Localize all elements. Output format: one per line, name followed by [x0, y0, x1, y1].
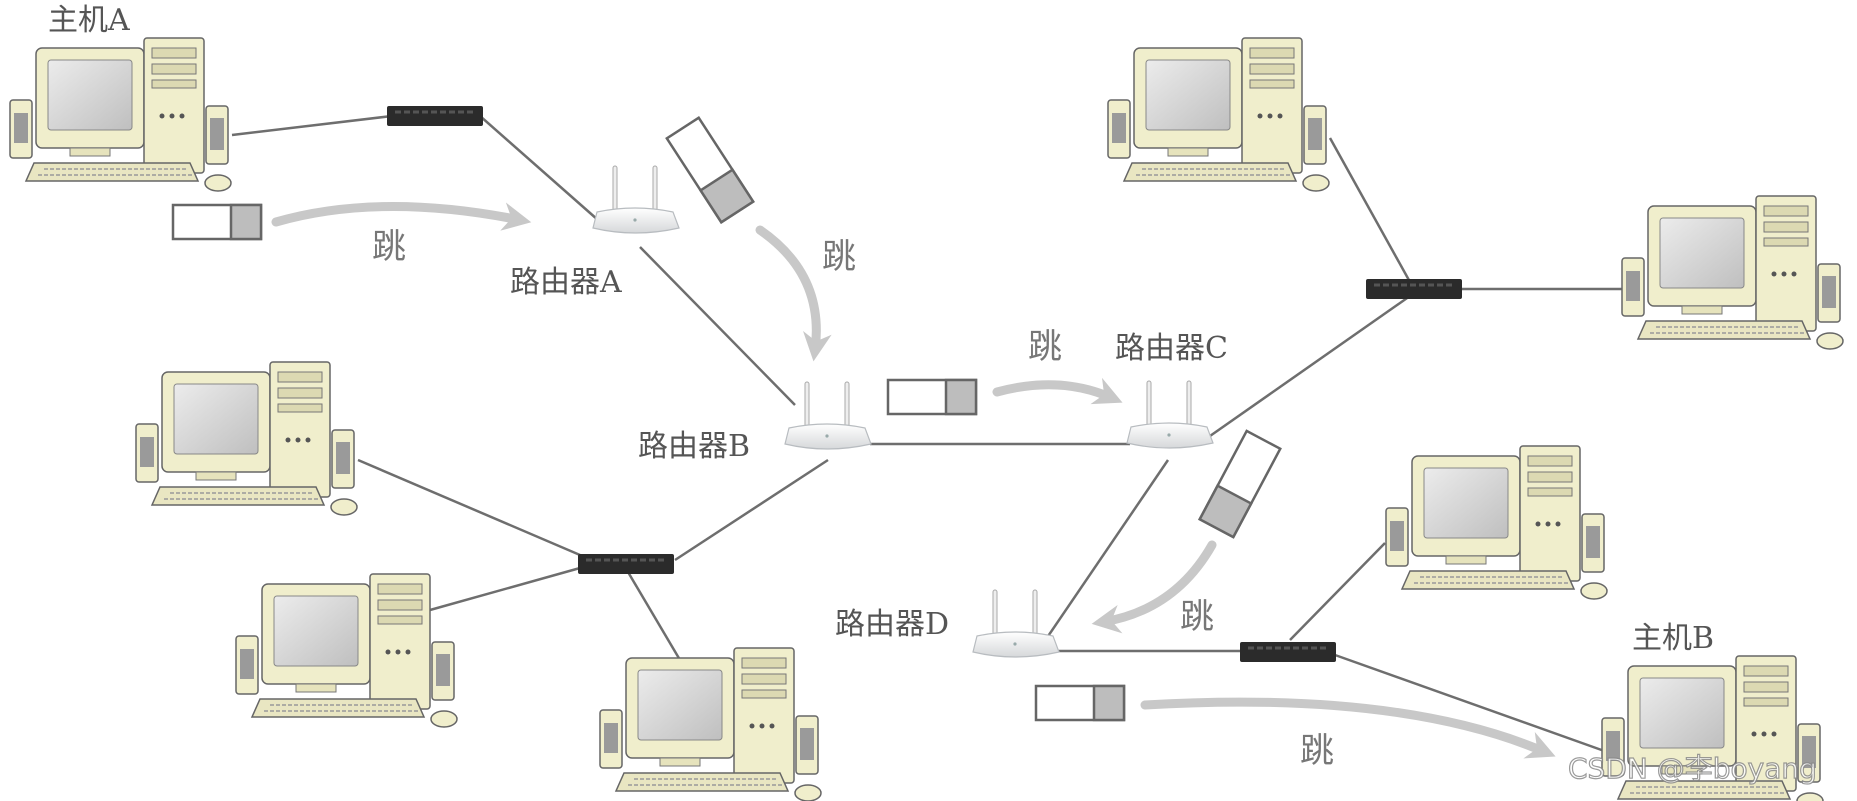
label-router-a: 路由器A: [510, 265, 622, 300]
links: [231, 114, 1625, 755]
hop-arrow-2: [755, 225, 832, 362]
hop-label-1: 跳: [372, 227, 406, 267]
label-router-b: 路由器B: [638, 429, 750, 464]
link-router-c-switch-3: [1209, 294, 1411, 438]
switch-icon-1: [385, 104, 485, 128]
router-icon-b: [784, 381, 872, 450]
hop-arrow-4: [1091, 540, 1217, 634]
link-switch-3-pc-right-1: [1328, 137, 1412, 283]
computer-icon-left-2: [235, 573, 458, 728]
hop-label-3: 跳: [1028, 327, 1062, 367]
link-switch-1-router-a: [479, 115, 599, 221]
packet-4: [1198, 429, 1282, 539]
packet-3: [886, 378, 978, 416]
packet-2: [665, 115, 755, 225]
link-switch-2-pc-left-2: [429, 566, 581, 612]
hop-arrow-3: [992, 377, 1123, 405]
link-router-a-router-b: [639, 246, 796, 406]
link-switch-4-pc-right-3: [1289, 542, 1386, 641]
computer-icon-host-a: [9, 37, 232, 192]
computer-icon-right-3: [1385, 445, 1608, 600]
hop-arrow-5: [1140, 697, 1556, 759]
link-switch-2-pc-left-1: [357, 458, 581, 557]
link-router-b-switch-2: [674, 458, 829, 562]
label-router-d: 路由器D: [835, 607, 949, 642]
switch-icon-3: [1364, 277, 1464, 301]
hop-arrows: [271, 202, 1556, 759]
link-host-a-switch-1: [231, 114, 393, 137]
computer-icon-left-3: [599, 647, 822, 801]
label-host-a: 主机A: [48, 3, 130, 38]
computers: [9, 37, 1844, 801]
computer-icon-left-1: [135, 361, 358, 516]
hop-label-2: 跳: [822, 237, 856, 277]
packet-5: [1034, 684, 1126, 722]
link-switch-4-host-b: [1334, 653, 1611, 755]
router-icon-a: [592, 165, 680, 234]
switch-icon-4: [1238, 640, 1338, 664]
computer-icon-right-top-2: [1621, 195, 1844, 350]
link-switch-2-pc-left-3: [626, 571, 682, 661]
router-icon-d: [972, 589, 1060, 658]
watermark: CSDN @李boyang: [1568, 752, 1817, 785]
label-host-b: 主机B: [1632, 621, 1714, 656]
hop-label-5: 跳: [1300, 731, 1334, 771]
label-router-c: 路由器C: [1115, 331, 1228, 366]
router-icon-c: [1126, 380, 1214, 449]
hop-labels: 跳 跳 跳 跳 跳: [372, 227, 1334, 771]
hop-arrow-1: [271, 202, 532, 231]
packets: [171, 115, 1282, 722]
computer-icon-right-top-1: [1107, 37, 1330, 192]
switch-icon-2: [576, 552, 676, 576]
link-router-c-router-d: [1038, 459, 1170, 649]
hop-label-4: 跳: [1180, 597, 1214, 637]
packet-1: [171, 203, 263, 241]
node-labels: 主机A 路由器A 路由器B 路由器C 路由器D 主机B: [48, 3, 1714, 656]
